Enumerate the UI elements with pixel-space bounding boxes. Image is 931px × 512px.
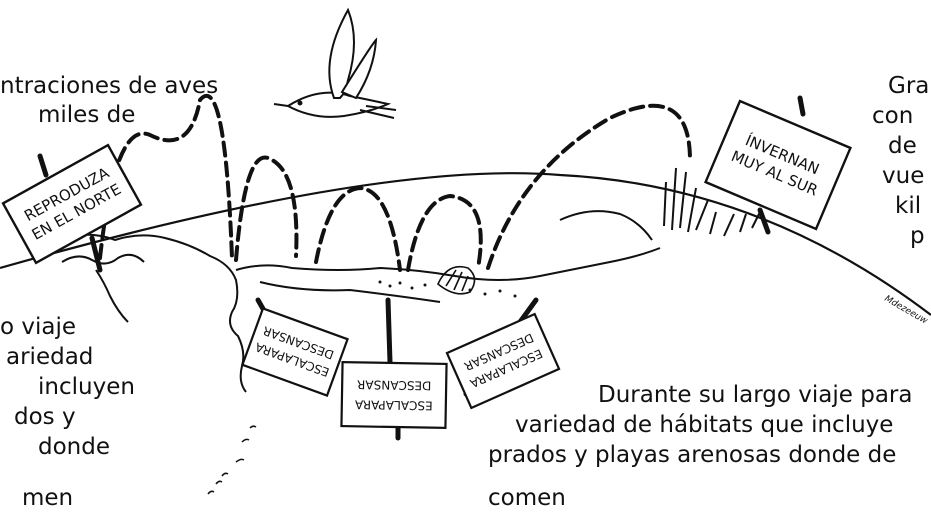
top-right-text-line2: con (872, 103, 914, 129)
sign-stop-2-line1: ESCALAPARA (354, 397, 433, 412)
left-text-line1: o viaje (0, 314, 77, 340)
bottom-right-text-line4: comen (488, 485, 566, 511)
sign-stop-1: ESCALAPARA DESCANSAR (241, 307, 349, 397)
caribbean-islands (207, 425, 257, 495)
sign-north: REPRODUZA EN EL NORTE (1, 143, 143, 265)
left-text-line2: ariedad (6, 344, 94, 370)
coast-texture (378, 280, 517, 298)
top-left-text-line2: miles de (38, 102, 136, 128)
sign-stop-2: ESCALAPARA DESCANSAR (340, 360, 448, 430)
americas-landmass (29, 210, 661, 393)
top-right-text-line4: vue (882, 163, 925, 189)
earth-horizon-line (0, 172, 931, 316)
left-text-line6: men (22, 485, 74, 511)
left-text-line3: incluyen (38, 374, 135, 400)
sign-stop-3: ESCALAPARA DESCANSAR (445, 312, 561, 410)
bottom-right-text-line3: prados y playas arenosas donde de (488, 442, 897, 468)
top-right-text-line3: de (888, 133, 917, 159)
top-right-text-line1: Gra (888, 73, 930, 99)
bottom-right-text-line2: variedad de hábitats que incluye (515, 412, 894, 438)
artist-signature: Mdezeeuw (883, 294, 930, 327)
sign-south: ÍNVERNAN MUY AL SUR (704, 99, 852, 231)
left-text-line4: dos y (14, 404, 76, 430)
top-right-text-line6: p (910, 223, 925, 249)
bottom-right-text-line1: Durante su largo viaje para (598, 382, 913, 408)
top-left-text-line1: ntraciones de aves (0, 73, 219, 99)
top-right-text-line5: kil (895, 193, 922, 219)
tern-bird-icon (273, 7, 397, 119)
left-text-line5: donde (38, 434, 110, 460)
marsh-grass (663, 167, 761, 237)
sign-stop-2-line2: DESCANSAR (357, 377, 432, 392)
migration-flight-path (98, 93, 692, 272)
shell-icon (437, 265, 476, 295)
